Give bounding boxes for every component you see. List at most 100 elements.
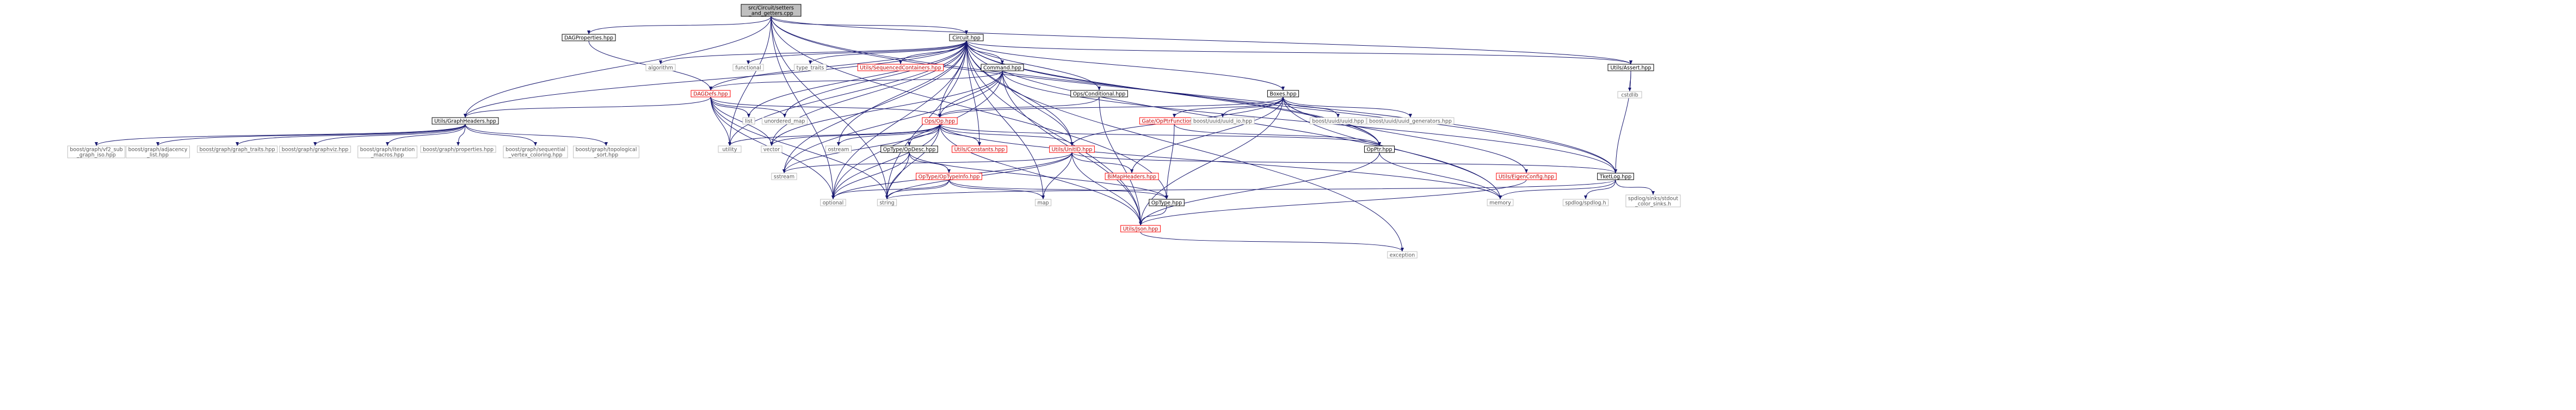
node-label: TketLog.hpp bbox=[1599, 174, 1632, 180]
edge-dagdefs-to-vector bbox=[710, 96, 773, 146]
node-command[interactable]: Command.hpp bbox=[981, 64, 1024, 71]
node-box bbox=[1070, 90, 1128, 97]
edge-circuit-to-algorithm bbox=[659, 40, 967, 65]
edge-root-to-optional bbox=[771, 16, 835, 200]
edge-op-to-ostream bbox=[837, 124, 940, 146]
edge-graphheaders-to-gtraits bbox=[236, 124, 466, 146]
node-box bbox=[981, 64, 1024, 71]
node-dagdefs[interactable]: DAGDefs.hpp bbox=[691, 90, 731, 97]
node-label: Circuit.hpp bbox=[952, 35, 981, 41]
node-label: Utils/EigenConfig.hpp bbox=[1499, 174, 1554, 180]
node-label: boost/graph/properties.hpp bbox=[423, 147, 494, 153]
edge-root-to-dagprops bbox=[587, 16, 772, 35]
node-cstdlib: cstdlib bbox=[1617, 91, 1642, 99]
node-constants[interactable]: Utils/Constants.hpp bbox=[952, 145, 1007, 153]
node-box bbox=[420, 145, 496, 153]
edge-root-to-utility bbox=[728, 16, 772, 146]
edge-optypeinfo-to-map bbox=[948, 179, 1045, 200]
node-box bbox=[1105, 173, 1159, 180]
node-label: boost/graph/adjacency bbox=[128, 147, 188, 153]
edge-opptr-to-json bbox=[1139, 152, 1380, 226]
node-op[interactable]: Ops/Op.hpp bbox=[922, 117, 958, 125]
edge-circuit-to-utility bbox=[728, 40, 967, 146]
node-string: string bbox=[877, 199, 897, 206]
node-label: boost/graph/sequential bbox=[506, 147, 565, 153]
node-itermacros: boost/graph/iteration_macros.hpp bbox=[358, 145, 417, 158]
node-json[interactable]: Utils/Json.hpp bbox=[1120, 225, 1161, 232]
node-boxes[interactable]: Boxes.hpp bbox=[1267, 90, 1299, 97]
node-label: cstdlib bbox=[1621, 93, 1638, 99]
node-assert[interactable]: Utils/Assert.hpp bbox=[1607, 64, 1654, 71]
node-box bbox=[1496, 173, 1557, 180]
edge-root-to-graphheaders bbox=[464, 16, 772, 118]
node-seqcont[interactable]: Utils/SequencedContainers.hpp bbox=[857, 64, 944, 71]
node-label: boost/graph/graphviz.hpp bbox=[282, 147, 349, 153]
node-conditional[interactable]: Ops/Conditional.hpp bbox=[1070, 90, 1128, 97]
node-unitid[interactable]: Utils/UnitID.hpp bbox=[1049, 145, 1095, 153]
node-label: memory bbox=[1489, 200, 1511, 206]
node-label: type_traits bbox=[797, 65, 824, 71]
node-box bbox=[857, 64, 944, 71]
edge-unitid-to-map bbox=[1042, 152, 1073, 200]
edge-dagdefs-to-graphheaders bbox=[464, 96, 711, 118]
edge-unitid-to-json bbox=[1071, 152, 1142, 226]
node-label: utility bbox=[722, 147, 737, 153]
node-label: Utils/GraphHeaders.hpp bbox=[434, 119, 496, 125]
node-label: boost/graph/topological bbox=[576, 147, 637, 153]
node-box bbox=[1597, 173, 1634, 180]
node-box bbox=[573, 145, 639, 158]
node-box bbox=[1120, 225, 1161, 232]
node-optypeinfo[interactable]: OpType/OpTypeInfo.hpp bbox=[916, 173, 982, 180]
edge-unitid-to-bimap bbox=[1071, 152, 1133, 174]
node-label: _vertex_coloring.hpp bbox=[508, 152, 562, 158]
node-circuit[interactable]: Circuit.hpp bbox=[949, 34, 984, 41]
node-eigenconfig[interactable]: Utils/EigenConfig.hpp bbox=[1496, 173, 1557, 180]
node-memory: memory bbox=[1487, 199, 1514, 206]
node-label: OpType.hpp bbox=[1151, 200, 1182, 206]
edge-boxes-to-uuid_gen bbox=[1283, 96, 1412, 118]
node-box bbox=[126, 145, 190, 158]
edge-boxes-to-gatesopfn bbox=[1173, 96, 1284, 118]
node-box bbox=[949, 34, 984, 41]
node-label: list bbox=[745, 119, 753, 125]
edge-command-to-sstream bbox=[782, 70, 1003, 174]
node-label: boost/uuid/uuid.hpp bbox=[1312, 119, 1364, 125]
node-label: OpType/OpTypeInfo.hpp bbox=[919, 174, 980, 180]
node-label: vector bbox=[763, 147, 780, 153]
node-box bbox=[503, 145, 568, 158]
node-opptr[interactable]: OpPtr.hpp bbox=[1364, 145, 1395, 153]
edge-command-to-tketlog bbox=[1002, 70, 1617, 174]
node-graphheaders[interactable]: Utils/GraphHeaders.hpp bbox=[432, 117, 499, 125]
edge-circuit-to-exception bbox=[966, 40, 1404, 252]
edge-graphheaders-to-toposort bbox=[465, 124, 608, 146]
node-optype[interactable]: OpType.hpp bbox=[1149, 199, 1185, 206]
edge-circuit-to-vector bbox=[770, 40, 967, 146]
node-label: Ops/Conditional.hpp bbox=[1073, 91, 1126, 97]
node-vf2: boost/graph/vf2_sub_graph_iso.hpp bbox=[67, 145, 126, 158]
node-box bbox=[279, 145, 351, 153]
node-bimap[interactable]: BiMapHeaders.hpp bbox=[1105, 173, 1159, 180]
node-box bbox=[1487, 199, 1514, 206]
node-box bbox=[1617, 91, 1642, 99]
node-label: Utils/Assert.hpp bbox=[1610, 65, 1651, 71]
node-box bbox=[645, 64, 676, 71]
node-dagprops[interactable]: DAGProperties.hpp bbox=[562, 34, 616, 41]
edge-optypeinfo-to-optype bbox=[948, 179, 1168, 200]
node-list: list bbox=[742, 117, 755, 125]
edge-conditional-to-json bbox=[1099, 96, 1142, 226]
edge-gatesopfn-to-optype bbox=[1165, 124, 1175, 200]
node-label: _color_sinks.h bbox=[1635, 201, 1671, 207]
node-box bbox=[741, 4, 802, 17]
edge-op-to-utility bbox=[728, 124, 940, 146]
node-label: boost/uuid/uuid_io.hpp bbox=[1193, 119, 1252, 125]
node-box bbox=[820, 199, 846, 206]
edge-optypeinfo-to-optional bbox=[831, 179, 950, 200]
node-root[interactable]: src/Circuit/setters_and_getters.cpp bbox=[741, 4, 802, 17]
node-opdesc[interactable]: OpType/OpDesc.hpp bbox=[880, 145, 938, 153]
node-label: boost/graph/graph_traits.hpp bbox=[200, 147, 275, 153]
node-label: Utils/UnitID.hpp bbox=[1052, 147, 1093, 153]
node-seqvc: boost/graph/sequential_vertex_coloring.h… bbox=[503, 145, 568, 158]
node-tketlog[interactable]: TketLog.hpp bbox=[1597, 173, 1634, 180]
node-gtraits: boost/graph/graph_traits.hpp bbox=[197, 145, 278, 153]
node-exception: exception bbox=[1387, 251, 1418, 259]
